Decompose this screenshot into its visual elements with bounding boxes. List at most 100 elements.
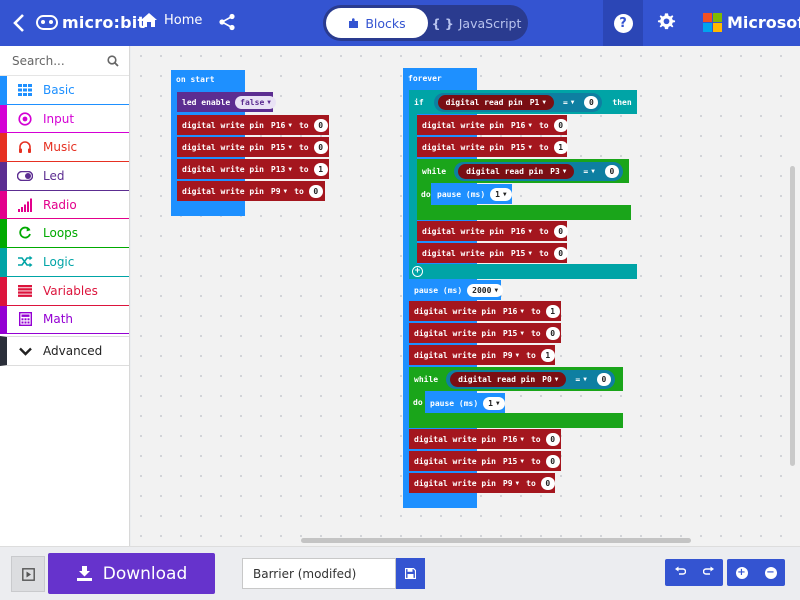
value-input[interactable]: 0 bbox=[553, 118, 568, 132]
category-math[interactable]: Math bbox=[0, 305, 129, 335]
category-advanced[interactable]: Advanced bbox=[0, 336, 129, 367]
compare-block[interactable]: digital read pin P3▼ =▼ 0 bbox=[454, 161, 623, 181]
value-input[interactable]: 0 bbox=[596, 372, 611, 386]
pin-dropdown[interactable]: P1 bbox=[529, 97, 540, 107]
value-dropdown[interactable]: 1▼ bbox=[490, 187, 512, 201]
digital-write-block[interactable]: digital write pin P15▼ to 1 bbox=[417, 137, 568, 157]
value-input[interactable]: 0 bbox=[540, 476, 555, 490]
digital-write-block[interactable]: digital write pin P16▼ to 0 bbox=[417, 115, 568, 135]
while-block[interactable]: while digital read pin P0▼ =▼ 0 bbox=[409, 367, 623, 391]
digital-write-block[interactable]: digital write pin P15▼ to 0 bbox=[409, 323, 561, 343]
category-music[interactable]: Music bbox=[0, 133, 129, 163]
project-name-input[interactable] bbox=[242, 558, 396, 589]
category-basic[interactable]: Basic bbox=[0, 76, 129, 105]
value-input[interactable]: 0 bbox=[604, 164, 619, 178]
microbit-logo[interactable]: micro:bit bbox=[36, 13, 145, 32]
value-input[interactable]: 0 bbox=[545, 454, 560, 468]
value-input[interactable]: 1 bbox=[553, 140, 568, 154]
value-dropdown[interactable]: 2000▼ bbox=[467, 283, 504, 297]
search-input[interactable]: Search... bbox=[0, 46, 129, 76]
pause-block[interactable]: pause (ms) 1▼ bbox=[432, 184, 512, 204]
value-input[interactable]: 0 bbox=[553, 224, 568, 238]
digital-write-block[interactable]: digital write pin P16▼ to 0 bbox=[417, 221, 568, 241]
back-button[interactable] bbox=[8, 11, 30, 35]
pin-dropdown[interactable]: P16 bbox=[510, 120, 526, 130]
pin-dropdown[interactable]: P9 bbox=[502, 350, 513, 360]
undo-button[interactable] bbox=[674, 565, 686, 581]
zoom-in-button[interactable]: + bbox=[735, 566, 748, 579]
value-input[interactable]: 0 bbox=[545, 432, 560, 446]
value-input[interactable]: 0 bbox=[545, 326, 560, 340]
value-input[interactable]: 0 bbox=[553, 246, 568, 260]
if-block[interactable]: if digital read pin P1▼ =▼ 0 then bbox=[409, 90, 637, 114]
digital-write-block[interactable]: digital write pin P16▼ to 0 bbox=[177, 115, 329, 135]
pin-dropdown[interactable]: P15 bbox=[270, 142, 286, 152]
digital-write-block[interactable]: digital write pin P16▼ to 0 bbox=[409, 429, 561, 449]
tab-javascript[interactable]: { } JavaScript bbox=[428, 8, 525, 38]
category-loops[interactable]: Loops bbox=[0, 219, 129, 249]
category-logic[interactable]: Logic bbox=[0, 248, 129, 277]
home-button[interactable]: Home bbox=[140, 12, 202, 28]
pin-dropdown[interactable]: P16 bbox=[510, 226, 526, 236]
category-input[interactable]: Input bbox=[0, 104, 129, 134]
digital-read-block[interactable]: digital read pin P1▼ bbox=[437, 94, 554, 110]
compare-block[interactable]: digital read pin P1▼ =▼ 0 bbox=[433, 92, 603, 112]
pin-dropdown[interactable]: P13 bbox=[270, 164, 286, 174]
share-button[interactable] bbox=[218, 13, 236, 35]
value-input[interactable]: 0 bbox=[313, 118, 328, 132]
vertical-scrollbar[interactable] bbox=[790, 166, 795, 466]
operator-dropdown[interactable]: =▼ bbox=[578, 164, 600, 178]
false-dropdown[interactable]: false▼ bbox=[235, 95, 276, 109]
zoom-out-button[interactable]: − bbox=[764, 566, 777, 579]
while-block[interactable]: while digital read pin P3▼ =▼ 0 bbox=[417, 159, 629, 183]
digital-write-block[interactable]: digital write pin P13▼ to 1 bbox=[177, 159, 329, 179]
tab-blocks[interactable]: Blocks bbox=[326, 8, 428, 38]
value-input[interactable]: 0 bbox=[584, 95, 599, 109]
digital-write-block[interactable]: digital write pin P15▼ to 0 bbox=[177, 137, 329, 157]
settings-button[interactable] bbox=[657, 12, 676, 36]
digital-write-block[interactable]: digital write pin P9▼ to 0 bbox=[177, 181, 325, 201]
category-radio[interactable]: Radio bbox=[0, 190, 129, 220]
pin-dropdown[interactable]: P3 bbox=[550, 166, 560, 176]
value-input[interactable]: 1 bbox=[545, 304, 560, 318]
digital-write-block[interactable]: digital write pin P15▼ to 0 bbox=[409, 451, 561, 471]
category-led[interactable]: Led bbox=[0, 162, 129, 191]
pause-block[interactable]: pause (ms) 1▼ bbox=[425, 393, 505, 413]
pin-dropdown[interactable]: P16 bbox=[502, 434, 518, 444]
category-variables[interactable]: Variables bbox=[0, 276, 129, 306]
blocks-workspace[interactable]: on start led enable false▼ digital write… bbox=[131, 46, 800, 546]
plus-icon[interactable]: + bbox=[412, 266, 423, 277]
digital-write-block[interactable]: digital write pin P15▼ to 0 bbox=[417, 243, 568, 263]
pin-dropdown[interactable]: P15 bbox=[502, 456, 518, 466]
pin-dropdown[interactable]: P16 bbox=[502, 306, 518, 316]
pause-block[interactable]: pause (ms) 2000▼ bbox=[409, 280, 504, 300]
pin-dropdown[interactable]: P15 bbox=[510, 248, 526, 258]
digital-read-block[interactable]: digital read pin P0▼ bbox=[450, 371, 567, 387]
value-input[interactable]: 0 bbox=[308, 184, 323, 198]
microsoft-logo[interactable]: Microsoft bbox=[703, 13, 800, 32]
pin-dropdown[interactable]: P9 bbox=[270, 186, 281, 196]
value-input[interactable]: 1 bbox=[313, 162, 328, 176]
digital-write-block[interactable]: digital write pin P9▼ to 1 bbox=[409, 345, 555, 365]
save-button[interactable] bbox=[396, 558, 425, 589]
help-button[interactable]: ? bbox=[603, 0, 643, 46]
pin-dropdown[interactable]: P15 bbox=[502, 328, 518, 338]
digital-write-block[interactable]: digital write pin P9▼ to 0 bbox=[409, 473, 555, 493]
operator-dropdown[interactable]: =▼ bbox=[570, 372, 592, 386]
redo-button[interactable] bbox=[702, 565, 715, 581]
digital-read-block[interactable]: digital read pin P3▼ bbox=[458, 163, 575, 179]
download-button[interactable]: Download bbox=[48, 553, 215, 594]
operator-dropdown[interactable]: =▼ bbox=[557, 95, 580, 109]
pin-dropdown[interactable]: P15 bbox=[510, 142, 526, 152]
pin-dropdown[interactable]: P16 bbox=[270, 120, 286, 130]
simulator-toggle-button[interactable] bbox=[11, 556, 45, 592]
pin-dropdown[interactable]: P0 bbox=[542, 374, 552, 384]
value-dropdown[interactable]: 1▼ bbox=[483, 396, 505, 410]
horizontal-scrollbar[interactable] bbox=[301, 538, 691, 543]
value-input[interactable]: 0 bbox=[313, 140, 328, 154]
digital-write-block[interactable]: digital write pin P16▼ to 1 bbox=[409, 301, 561, 321]
led-enable-block[interactable]: led enable false▼ bbox=[177, 92, 276, 112]
value-input[interactable]: 1 bbox=[540, 348, 555, 362]
pin-dropdown[interactable]: P9 bbox=[502, 478, 513, 488]
compare-block[interactable]: digital read pin P0▼ =▼ 0 bbox=[446, 369, 615, 389]
